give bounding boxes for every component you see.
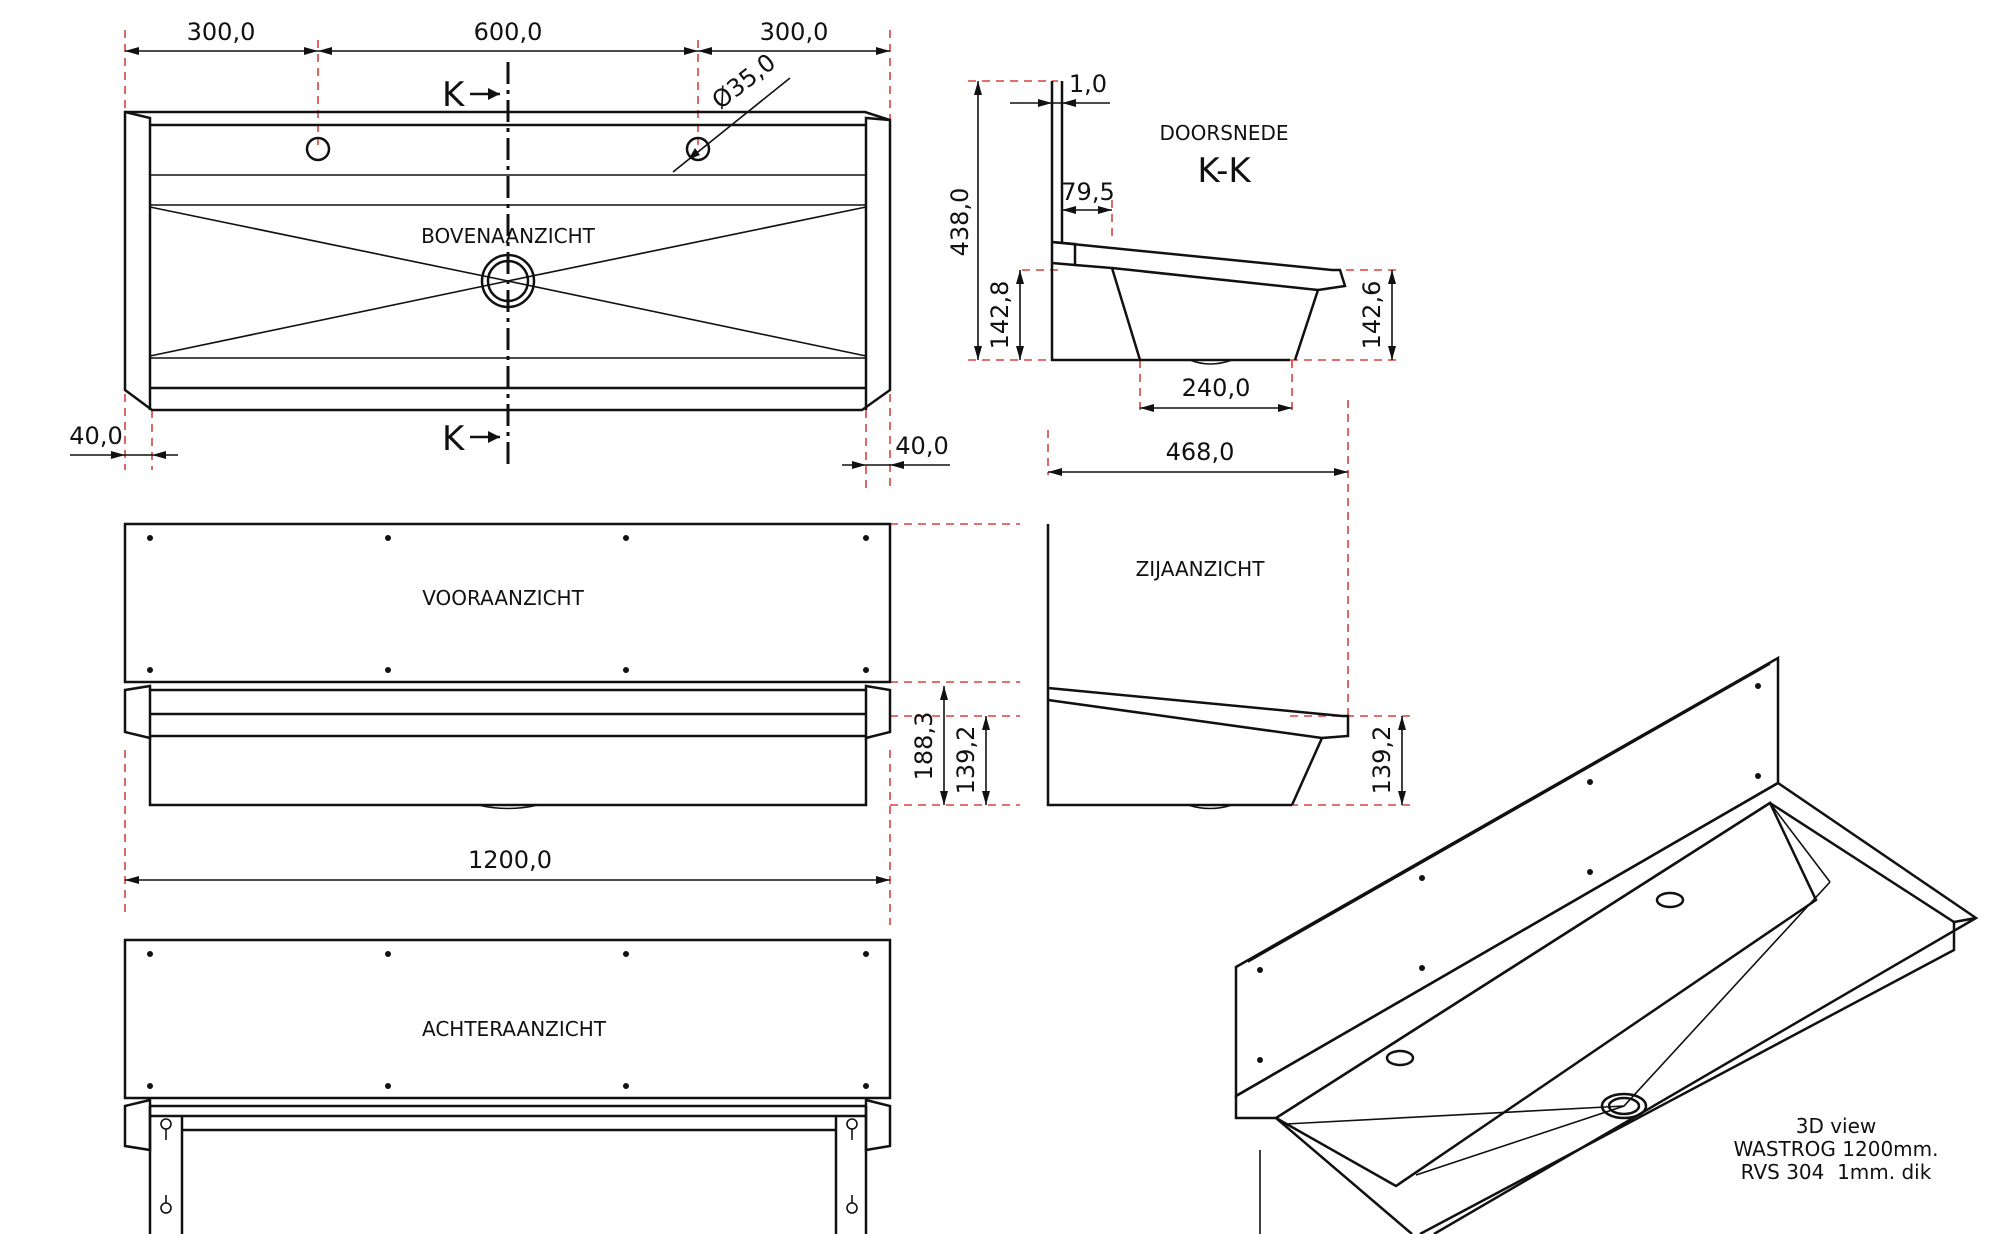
- tap-hole-right: [685, 136, 711, 162]
- keyhole-icons: [160, 1118, 858, 1214]
- dim-depth-right: 142,6: [1358, 281, 1386, 350]
- dim-width: 1200,0: [468, 846, 552, 874]
- section-view: DOORSNEDE K-K 438,0 1,0 79,5: [946, 70, 1396, 415]
- section-mark-bottom: K: [442, 419, 466, 459]
- top-view-label: BOVENAANZICHT: [421, 224, 596, 248]
- section-name: K-K: [1197, 151, 1252, 191]
- dim-left-tap: 300,0: [187, 18, 256, 46]
- side-view-label: ZIJAANZICHT: [1136, 557, 1266, 581]
- backsplash: [123, 522, 892, 684]
- front-view-label: VOORAANZICHT: [422, 586, 584, 610]
- section-mark-top: K: [442, 75, 466, 115]
- dim-offset: 79,5: [1061, 178, 1114, 206]
- tap-hole-left: [305, 136, 331, 162]
- dim-side-width: 468,0: [1166, 438, 1235, 466]
- iso-caption-line1: 3D view: [1796, 1114, 1877, 1138]
- dim-front-total-height: 188,3: [910, 712, 938, 781]
- side-view: 468,0 ZIJAANZICHT 139,2: [1046, 400, 1416, 810]
- front-view: VOORAANZICHT 188,3 139,2 1200,0: [123, 522, 1020, 925]
- dim-left-margin: 40,0: [69, 422, 122, 450]
- dim-middle: 600,0: [474, 18, 543, 46]
- rear-view: ACHTERAANZICHT: [123, 938, 892, 1234]
- dim-section-height: 438,0: [946, 188, 974, 257]
- dim-front-basin-height: 139,2: [952, 726, 980, 795]
- dim-hole-diameter: Ø35,0: [707, 48, 781, 115]
- iso-view: 3D view WASTROG 1200mm. RVS 304 1mm. dik: [1234, 655, 1979, 1234]
- iso-caption-line2: WASTROG 1200mm.: [1734, 1137, 1939, 1161]
- top-view: 300,0 600,0 300,0 Ø35,0 K K BOVENAA: [69, 18, 950, 490]
- section-title: DOORSNEDE: [1159, 121, 1288, 145]
- dim-right-margin: 40,0: [895, 432, 948, 460]
- iso-caption-line3: RVS 304 1mm. dik: [1741, 1160, 1932, 1184]
- dim-side-basin-height: 139,2: [1368, 726, 1396, 795]
- rear-view-label: ACHTERAANZICHT: [422, 1017, 607, 1041]
- dim-bottom: 240,0: [1182, 374, 1251, 402]
- dim-right-tap: 300,0: [760, 18, 829, 46]
- dim-thickness: 1,0: [1069, 70, 1107, 98]
- dim-depth-left: 142,8: [986, 281, 1014, 350]
